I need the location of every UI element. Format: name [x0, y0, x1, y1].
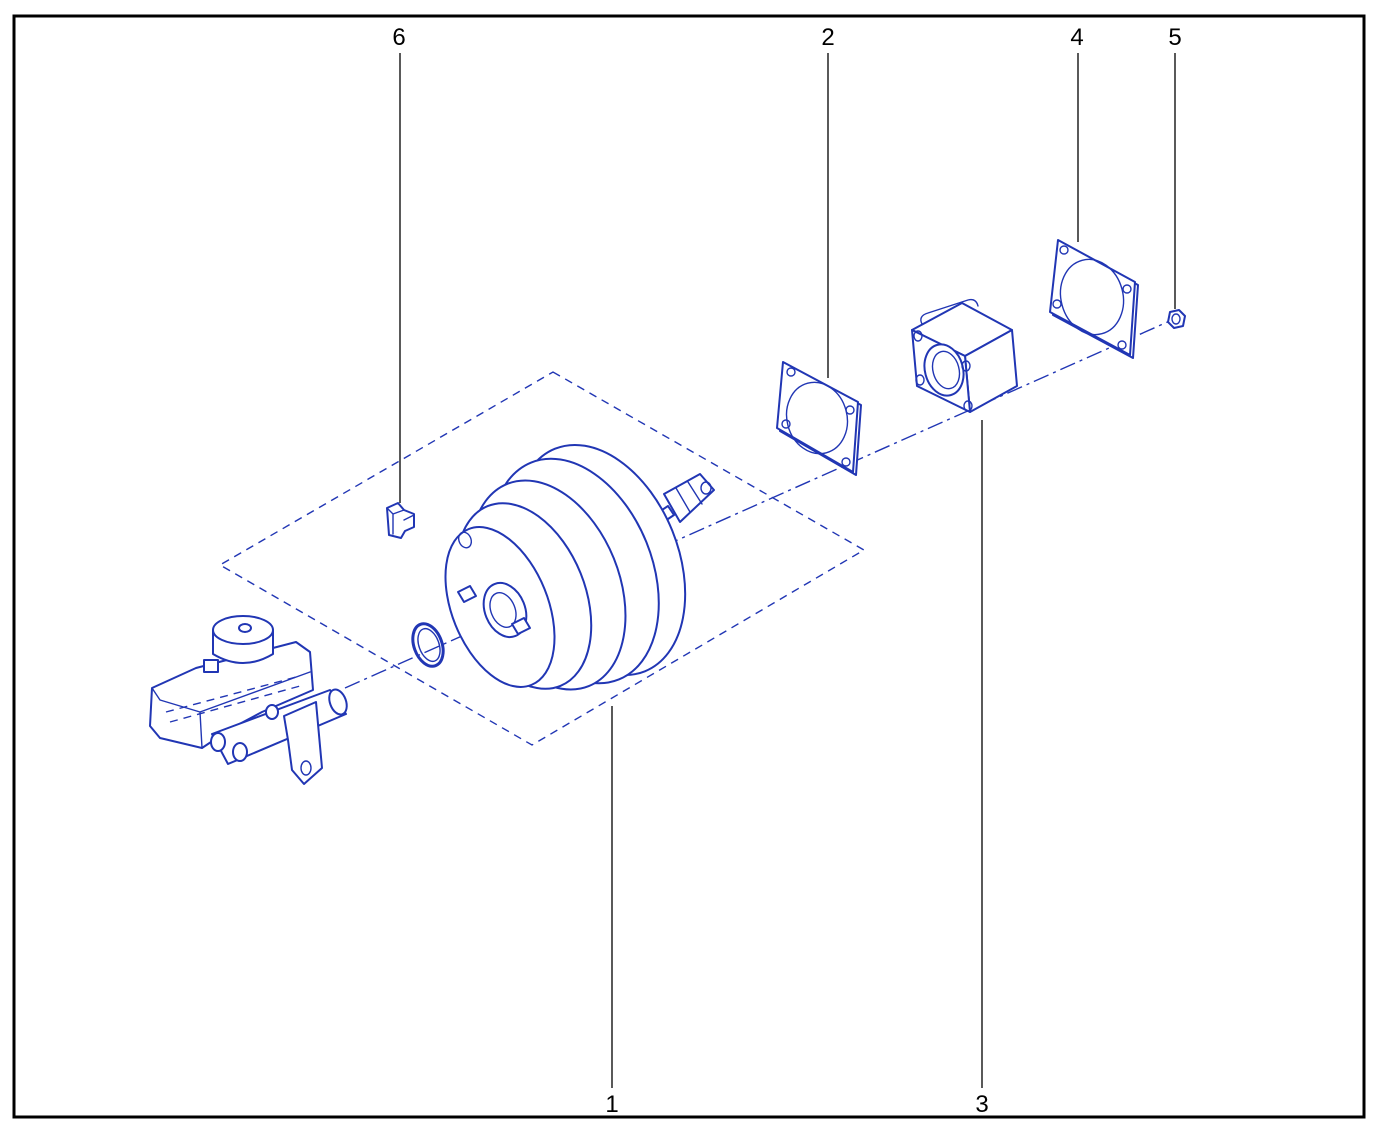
- booster-hub-bore: [489, 592, 517, 628]
- clevis-slot: [675, 481, 703, 513]
- part-2-gasket: [776, 361, 862, 476]
- part-5-nut: [1167, 309, 1186, 329]
- spacer-bolt-hole: [913, 330, 923, 342]
- part-4-gasket: [1049, 239, 1139, 359]
- brake-line-port-1: [210, 732, 226, 752]
- booster-check-valve-hole: [457, 531, 473, 549]
- gasket-2-face: [776, 361, 859, 473]
- booster-stud-lower: [511, 617, 531, 635]
- spacer-bolt-hole: [961, 360, 971, 372]
- callout-4: 4: [1070, 24, 1083, 51]
- reservoir-level-sensor: [203, 659, 219, 673]
- master-cylinder: [149, 615, 348, 785]
- gasket-4-bolt-hole: [1059, 245, 1069, 255]
- master-cylinder-outlet-end: [328, 688, 348, 716]
- part-3-spacer: [911, 298, 1018, 413]
- callout-leaders: [399, 53, 1176, 1088]
- brake-line-port-3: [265, 704, 279, 720]
- gasket-4-bolt-hole: [1052, 299, 1062, 309]
- gasket-4-face: [1049, 239, 1136, 356]
- callout-labels: 6 2 4 5 1 3: [392, 24, 1181, 1118]
- part-1-brake-booster: [444, 443, 715, 691]
- booster-stud-upper: [457, 585, 477, 603]
- gasket-4-bolt-hole: [1117, 340, 1127, 350]
- callout-1: 1: [605, 1091, 618, 1118]
- spacer-bore-inner: [931, 350, 961, 390]
- gasket-2-bolt-hole: [781, 419, 791, 429]
- gasket-2-bolt-hole: [841, 457, 851, 467]
- clevis-pin-hole: [700, 481, 712, 495]
- part-6-clip: [386, 502, 415, 539]
- callout-6: 6: [392, 24, 405, 51]
- spacer-bolt-hole: [963, 400, 973, 412]
- gasket-4-center-opening: [1059, 258, 1125, 336]
- clip-edges: [386, 507, 415, 535]
- brake-line-ports: [210, 704, 279, 762]
- reservoir-level-marks: [165, 675, 301, 723]
- gasket-2-bolt-hole: [845, 405, 855, 415]
- nut-hex: [1167, 309, 1186, 329]
- booster-mounting-studs: [457, 585, 531, 635]
- mounting-flange-hole: [300, 760, 312, 776]
- clip-body: [386, 502, 415, 539]
- callout-2: 2: [821, 24, 834, 51]
- spacer-bolt-hole: [915, 374, 925, 386]
- assembly-group-outline: [218, 371, 866, 746]
- gasket-2-bolt-hole: [786, 367, 796, 377]
- callout-5: 5: [1168, 24, 1181, 51]
- diagram-frame: [12, 14, 1366, 1119]
- o-ring-outer: [411, 622, 445, 668]
- gasket-4-bolt-hole: [1122, 284, 1132, 294]
- reservoir-cap-knob: [238, 623, 252, 633]
- nut-thread-hole: [1171, 313, 1181, 325]
- o-ring: [411, 622, 445, 668]
- spacer-top-ridge: [920, 298, 979, 325]
- brake-line-port-2: [232, 742, 248, 762]
- callout-3: 3: [975, 1091, 988, 1118]
- master-cylinder-mounting-flange: [283, 701, 323, 785]
- o-ring-inner: [417, 627, 441, 663]
